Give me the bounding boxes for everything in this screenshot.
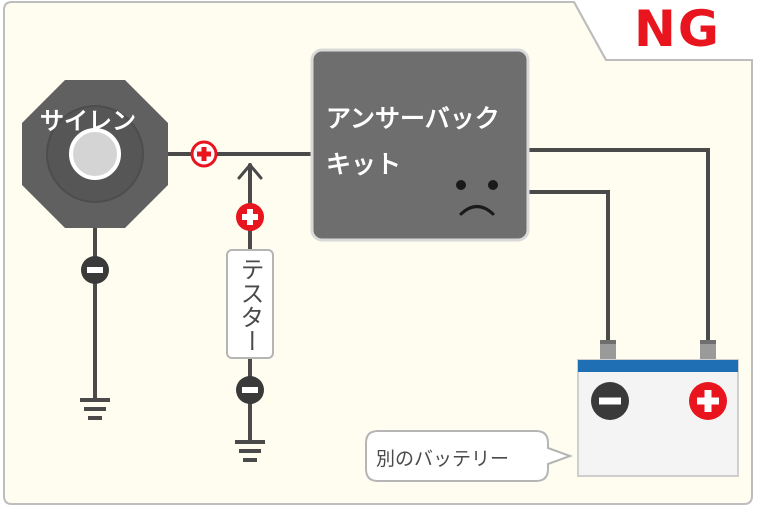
answerback-kit-label-line2: キット — [326, 150, 402, 179]
arrow-up-icon — [237, 163, 263, 180]
battery-stripe — [578, 360, 738, 372]
plus-icon — [689, 382, 727, 420]
tester-label: テスター — [236, 257, 264, 353]
ground-icon — [80, 398, 110, 420]
tester-box — [226, 249, 274, 359]
plus-icon — [190, 140, 218, 168]
ng-badge: NG — [634, 0, 721, 58]
siren — [22, 80, 168, 228]
minus-icon — [591, 382, 629, 420]
battery-terminal-plus — [700, 340, 716, 362]
sad-face-icon — [456, 180, 498, 216]
minus-icon — [81, 256, 109, 284]
plus-icon — [236, 203, 264, 231]
answerback-kit-label-line1: アンサーバック — [326, 104, 500, 133]
wire-box-to-battery-minus — [526, 190, 610, 344]
wire-box-to-battery-plus — [526, 148, 710, 344]
panel-fold — [573, 1, 752, 61]
battery-bubble-label: 別のバッテリー — [376, 448, 510, 470]
panel — [3, 1, 753, 505]
battery — [577, 340, 739, 477]
battery-terminal-minus — [600, 340, 616, 362]
siren-center — [69, 128, 121, 180]
minus-icon — [236, 376, 264, 404]
answerback-kit-box — [310, 48, 530, 242]
ground-icon — [235, 440, 265, 462]
siren-label: サイレン — [40, 107, 136, 135]
battery-bubble — [365, 430, 573, 482]
